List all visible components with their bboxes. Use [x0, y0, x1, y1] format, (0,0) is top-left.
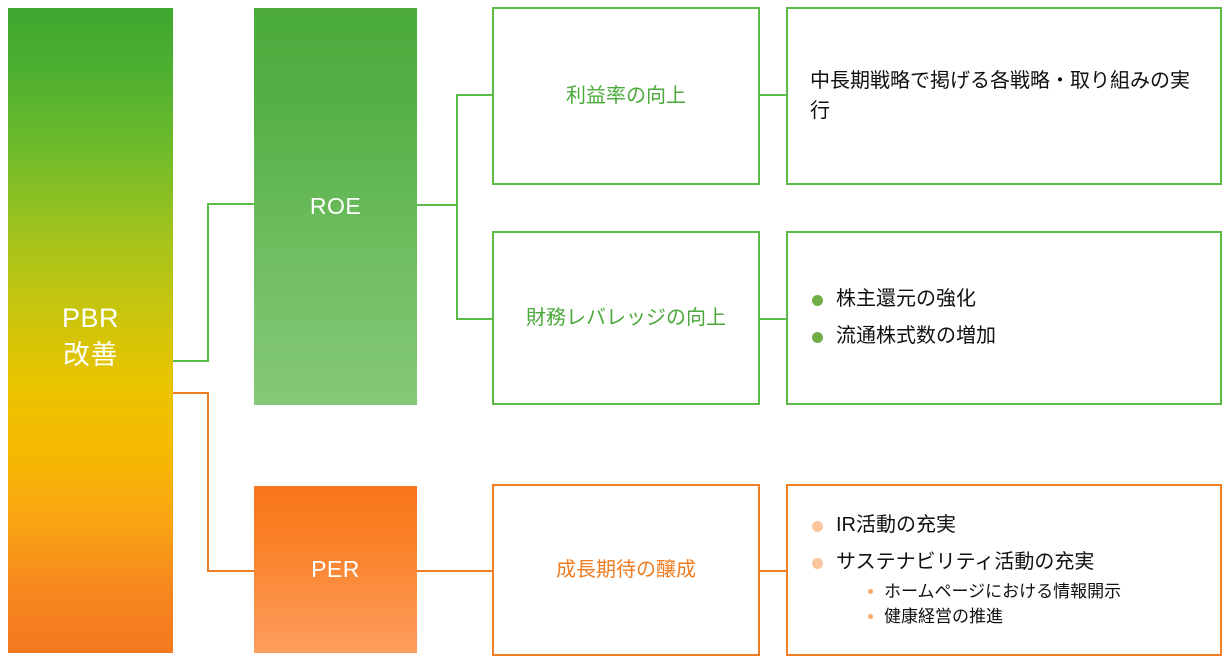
bullet-text: 流通株式数の増加 [836, 325, 996, 347]
connector-roe-to-driver2 [456, 318, 494, 320]
metric-box-roe[interactable]: ROE [254, 8, 417, 405]
driver-label-profit-margin: 利益率の向上 [566, 85, 686, 107]
list-item: 流通株式数の増加 [810, 322, 1198, 351]
connector-pbr-to-roe-vertical [207, 203, 209, 362]
sub-bullet-list: ホームページにおける情報開示 健康経営の推進 [836, 579, 1198, 629]
detail-box-midterm-strategy[interactable]: 中長期戦略で掲げる各戦略・取り組みの実行 [786, 7, 1222, 185]
connector-per-inlet [207, 570, 256, 572]
driver-box-growth-expectation[interactable]: 成長期待の醸成 [492, 484, 760, 656]
bullet-dot-icon [812, 521, 823, 532]
list-item: 株主還元の強化 [810, 285, 1198, 314]
pbr-root-label: PBR 改善 [61, 303, 120, 370]
driver-label-growth-expectation: 成長期待の醸成 [556, 559, 696, 581]
sub-bullet-text: ホームページにおける情報開示 [884, 582, 1122, 601]
connector-driver1-to-detail1 [760, 94, 786, 96]
driver-box-profit-margin[interactable]: 利益率の向上 [492, 7, 760, 185]
detail-text-midterm-strategy: 中長期戦略で掲げる各戦略・取り組みの実行 [810, 70, 1190, 122]
metric-box-per[interactable]: PER [254, 486, 417, 653]
metric-label-per: PER [311, 556, 360, 582]
bullet-list-ir-sustainability: IR活動の充実 サステナビリティ活動の充実 ホームページにおける情報開示 健康経… [810, 511, 1198, 629]
connector-roe-outlet [417, 204, 458, 206]
metric-label-roe: ROE [309, 193, 362, 219]
connector-roe-to-driver1 [456, 94, 494, 96]
connector-per-to-driver3 [417, 570, 493, 572]
bullet-dot-icon [812, 295, 823, 306]
bullet-text: IR活動の充実 [836, 514, 956, 536]
sub-list-item: ホームページにおける情報開示 [868, 579, 1198, 604]
connector-roe-inlet [207, 203, 256, 205]
pbr-root-bar: PBR 改善 [8, 8, 173, 653]
bullet-text: サステナビリティ活動の充実 [836, 551, 1095, 573]
connector-pbr-to-roe-horizontal [173, 360, 209, 362]
driver-label-financial-leverage: 財務レバレッジの向上 [526, 307, 726, 329]
connector-driver3-to-detail3 [760, 570, 786, 572]
driver-box-financial-leverage[interactable]: 財務レバレッジの向上 [492, 231, 760, 405]
sub-list-item: 健康経営の推進 [868, 604, 1198, 629]
sub-bullet-text: 健康経営の推進 [884, 607, 1003, 626]
bullet-list-shareholder-returns: 株主還元の強化 流通株式数の増加 [810, 285, 1198, 351]
connector-pbr-to-per-horizontal [173, 392, 209, 394]
bullet-text: 株主還元の強化 [836, 288, 976, 310]
bullet-dot-icon [812, 332, 823, 343]
detail-box-ir-sustainability[interactable]: IR活動の充実 サステナビリティ活動の充実 ホームページにおける情報開示 健康経… [786, 484, 1222, 656]
list-item: IR活動の充実 [810, 511, 1198, 540]
bullet-dot-icon [812, 558, 823, 569]
list-item: サステナビリティ活動の充実 ホームページにおける情報開示 健康経営の推進 [810, 548, 1198, 629]
detail-box-shareholder-returns[interactable]: 株主還元の強化 流通株式数の増加 [786, 231, 1222, 405]
connector-roe-branch-vertical [456, 94, 458, 320]
connector-driver2-to-detail2 [760, 318, 786, 320]
connector-pbr-to-per-vertical [207, 392, 209, 572]
sub-bullet-dot-icon [868, 614, 873, 619]
sub-bullet-dot-icon [868, 589, 873, 594]
